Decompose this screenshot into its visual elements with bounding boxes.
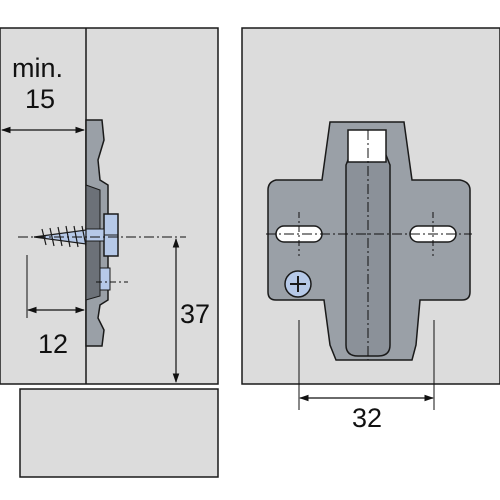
screw-shank bbox=[85, 228, 105, 242]
min-value-label: 15 bbox=[25, 84, 55, 114]
height-label: 37 bbox=[180, 299, 210, 329]
side-view: min. 15 12 37 bbox=[0, 27, 219, 478]
door-panel bbox=[19, 388, 219, 478]
lower-fixing-screw bbox=[99, 267, 111, 291]
screw-length-label: 12 bbox=[38, 329, 68, 359]
phillips-screw-icon bbox=[284, 270, 312, 298]
front-top-window bbox=[347, 129, 387, 163]
cabinet-side-panel bbox=[0, 27, 219, 385]
min-label: min. bbox=[12, 53, 63, 83]
front-view: 32 bbox=[241, 27, 500, 433]
spacing-label: 32 bbox=[352, 403, 382, 433]
mounting-plate-inner bbox=[85, 184, 101, 301]
